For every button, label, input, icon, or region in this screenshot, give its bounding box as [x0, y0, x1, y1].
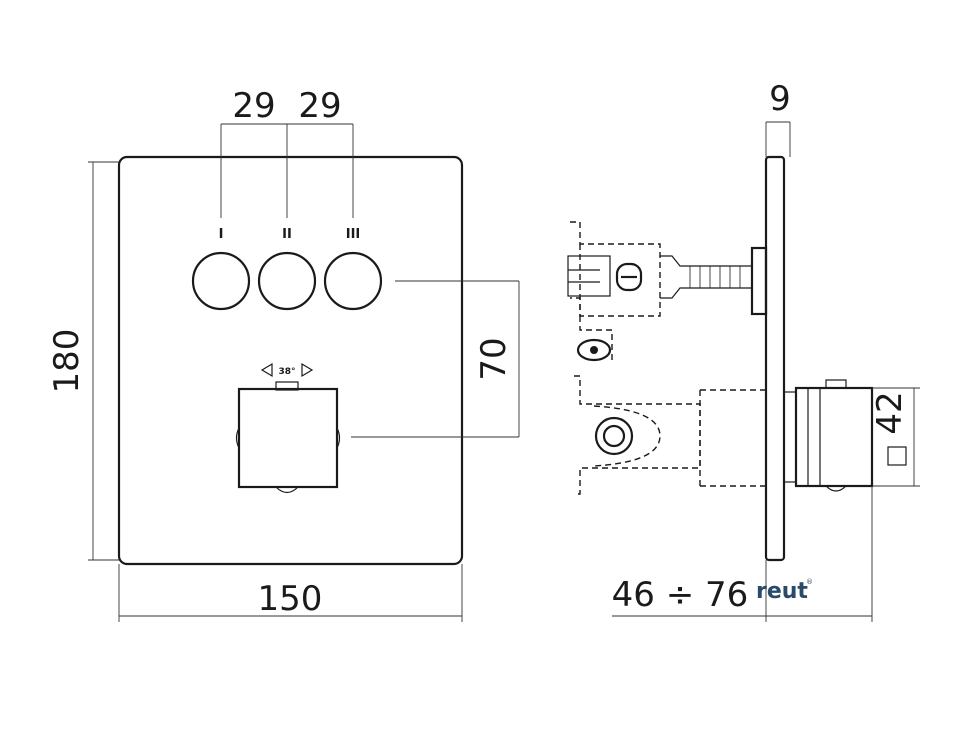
spacing-right-label: 29	[298, 86, 341, 126]
vertical-offset-label: 70	[474, 337, 514, 380]
diverter-body	[567, 221, 768, 362]
thermostat-handle	[235, 381, 341, 494]
spacing-left-label: 29	[232, 86, 275, 126]
button-label-3: III	[346, 227, 361, 242]
square-symbol-icon	[887, 446, 907, 466]
handle-square-label: 42	[870, 391, 910, 434]
button-label-1: I	[219, 227, 224, 242]
side-view: 9	[567, 79, 920, 622]
brand-logo: reut ®	[756, 578, 813, 604]
rotation-label: 38°	[278, 367, 295, 377]
button-label-2: II	[282, 227, 292, 242]
height-label: 180	[47, 329, 87, 394]
rotation-indicator: 38°	[260, 362, 314, 378]
push-button-3	[323, 251, 383, 311]
height-dimension: 180	[47, 161, 119, 561]
front-view: 29 29 I II III 38° 70	[47, 86, 520, 622]
width-dimension: 150	[118, 564, 463, 622]
thermostat-body	[574, 375, 874, 495]
depth-dimension: 46 ÷ 76	[612, 486, 873, 622]
side-plate	[764, 155, 786, 562]
handle-square-dimension: 42	[870, 387, 920, 487]
plate-thickness-label: 9	[769, 79, 791, 119]
top-spacing-dimension: 29 29	[220, 86, 354, 218]
push-button-2	[257, 251, 317, 311]
push-button-1	[191, 251, 251, 311]
width-label: 150	[258, 579, 323, 619]
depth-range-label: 46 ÷ 76	[612, 575, 749, 615]
vertical-offset-dimension: 70	[351, 280, 520, 438]
front-plate	[117, 155, 464, 566]
brand-name: reut	[756, 579, 808, 604]
plate-thickness-dimension: 9	[765, 79, 791, 157]
brand-mark: ®	[806, 578, 813, 586]
